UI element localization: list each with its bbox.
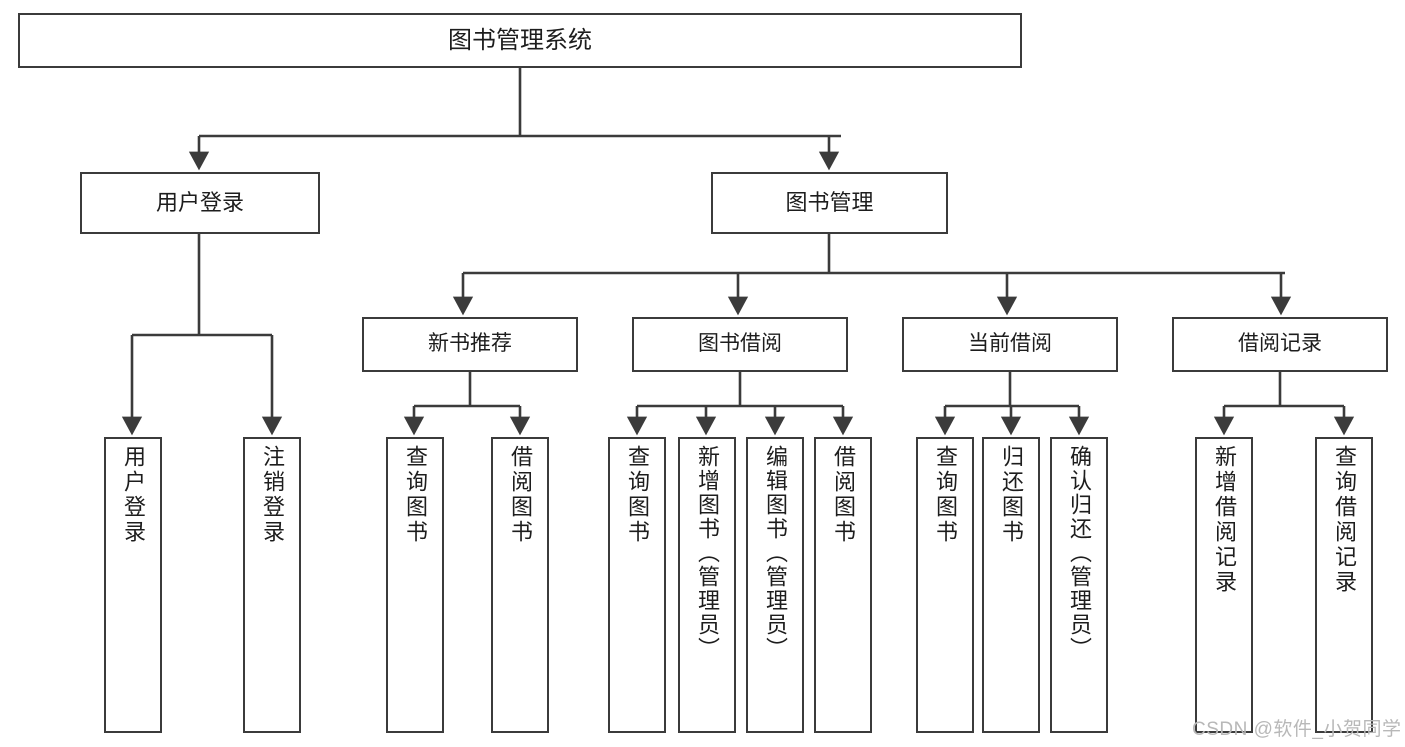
node-user-login[interactable]: 用户登录 [80,172,320,234]
node-leaf-query-book-3[interactable]: 查询图书 [916,437,974,733]
node-label: 归还图书 [999,445,1024,545]
node-leaf-query-book-1[interactable]: 查询图书 [386,437,444,733]
node-label: 编辑图书（管理员） [763,445,788,661]
node-current-borrow[interactable]: 当前借阅 [902,317,1118,372]
node-new-book-recommend[interactable]: 新书推荐 [362,317,578,372]
node-label: 借阅记录 [1238,332,1322,356]
node-label: 查询借阅记录 [1332,445,1357,595]
node-label: 新增图书（管理员） [695,445,720,661]
node-label: 查询图书 [403,445,428,545]
csdn-watermark: CSDN @软件_小贺同学 [1192,719,1402,740]
node-label: 借阅图书 [831,445,856,545]
node-label: 图书借阅 [698,332,782,356]
node-book-borrow[interactable]: 图书借阅 [632,317,848,372]
node-leaf-add-borrow-record[interactable]: 新增借阅记录 [1195,437,1253,733]
node-borrow-record[interactable]: 借阅记录 [1172,317,1388,372]
node-label: 当前借阅 [968,332,1052,356]
node-label: 用户登录 [121,445,146,545]
node-leaf-query-book-2[interactable]: 查询图书 [608,437,666,733]
node-leaf-add-book-admin[interactable]: 新增图书（管理员） [678,437,736,733]
node-leaf-user-login[interactable]: 用户登录 [104,437,162,733]
node-label: 查询图书 [625,445,650,545]
node-leaf-logout-login[interactable]: 注销登录 [243,437,301,733]
node-label: 确认归还（管理员） [1067,445,1092,661]
node-leaf-borrow-book-1[interactable]: 借阅图书 [491,437,549,733]
node-label: 用户登录 [155,190,244,216]
node-root-book-management-system[interactable]: 图书管理系统 [18,13,1022,68]
node-leaf-confirm-return-admin[interactable]: 确认归还（管理员） [1050,437,1108,733]
node-label: 借阅图书 [508,445,533,545]
node-label: 新书推荐 [428,332,512,356]
node-label: 注销登录 [260,445,285,545]
node-label: 图书管理系统 [448,26,592,54]
node-leaf-query-borrow-record[interactable]: 查询借阅记录 [1315,437,1373,733]
node-leaf-return-book[interactable]: 归还图书 [982,437,1040,733]
node-book-management[interactable]: 图书管理 [711,172,948,234]
node-label: 新增借阅记录 [1212,445,1237,595]
node-leaf-borrow-book-2[interactable]: 借阅图书 [814,437,872,733]
node-leaf-edit-book-admin[interactable]: 编辑图书（管理员） [746,437,804,733]
node-label: 图书管理 [785,190,874,216]
node-label: 查询图书 [933,445,958,545]
